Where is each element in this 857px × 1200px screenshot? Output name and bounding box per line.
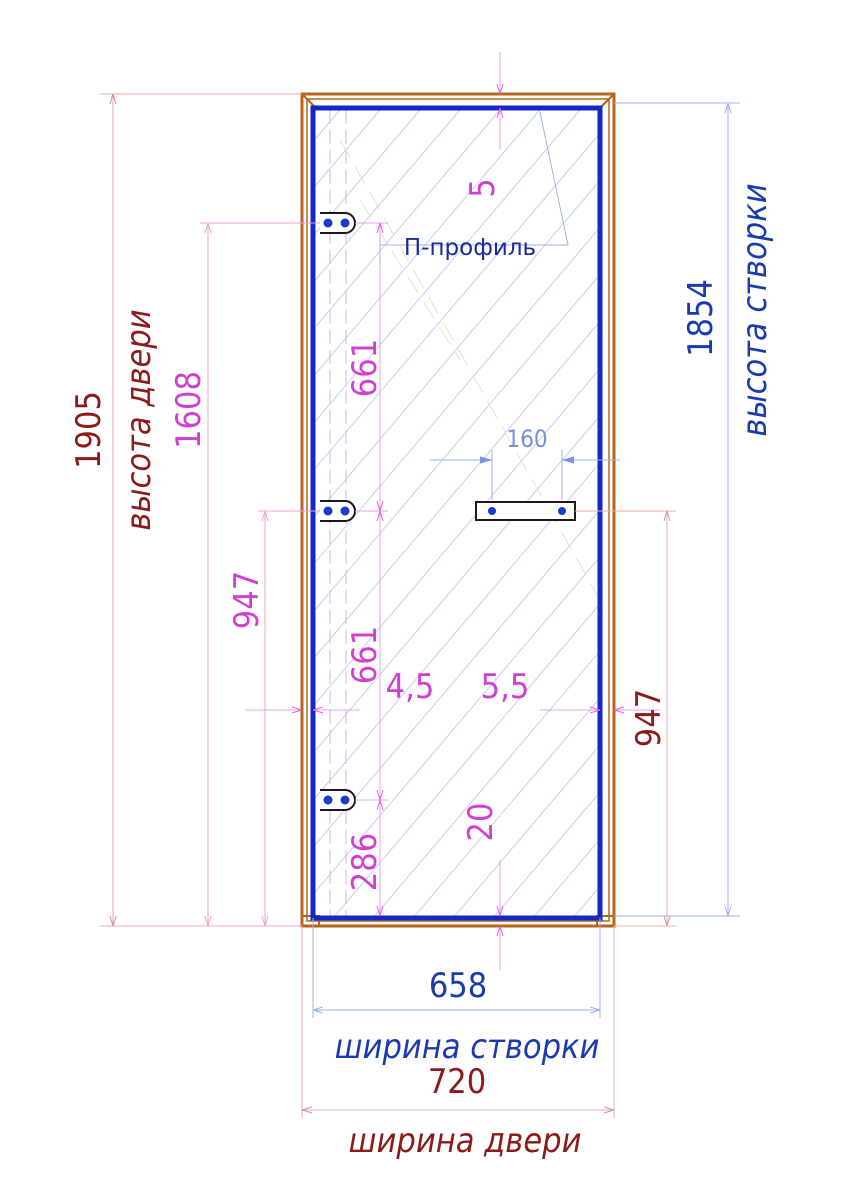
left-gap-value: 4,5: [386, 667, 435, 707]
sash-frame: [310, 105, 603, 921]
hinge-bottom: [320, 789, 356, 811]
door-width-value: 720: [428, 1062, 486, 1102]
hinge-bottom-value: 286: [345, 833, 385, 891]
handle-width-value: 160: [506, 425, 547, 453]
dim-hinge-height: [200, 222, 320, 927]
dim-door-width: [301, 926, 615, 1118]
bottom-gap-value: 20: [461, 803, 501, 842]
dim-lower-height-left: [258, 510, 320, 926]
sash-height-label: высота створки: [735, 183, 775, 436]
hinge-middle: [320, 500, 356, 522]
door-height-value: 1905: [69, 391, 109, 469]
hinge-top: [320, 212, 356, 234]
door-height-label: высота двери: [119, 309, 159, 530]
right-gap-value: 5,5: [481, 667, 530, 707]
lower-height-right-value: 947: [629, 689, 669, 747]
dim-hinge-chain: [355, 222, 388, 916]
sash-width-value: 658: [429, 966, 487, 1006]
sash-inner-height-value: 1608: [169, 371, 209, 449]
sash-width-label: ширина створки: [335, 1027, 600, 1067]
dim-sash-height: [614, 102, 740, 917]
door-frame: [300, 92, 616, 928]
hinge-lower-span-value: 661: [345, 626, 385, 684]
profile-leader: [379, 111, 569, 262]
dim-lower-height-right: [575, 510, 676, 927]
dim-handle-width: [430, 450, 620, 500]
sash-height-value: 1854: [681, 279, 721, 357]
door-width-label: ширина двери: [349, 1121, 582, 1161]
profile-label: П-профиль: [404, 235, 536, 261]
dim-sash-width: [312, 918, 601, 1018]
hinge-upper-span-value: 661: [345, 339, 385, 397]
top-gap-value: 5: [463, 178, 503, 197]
lower-height-left-value: 947: [227, 571, 267, 629]
handle: [475, 501, 576, 521]
